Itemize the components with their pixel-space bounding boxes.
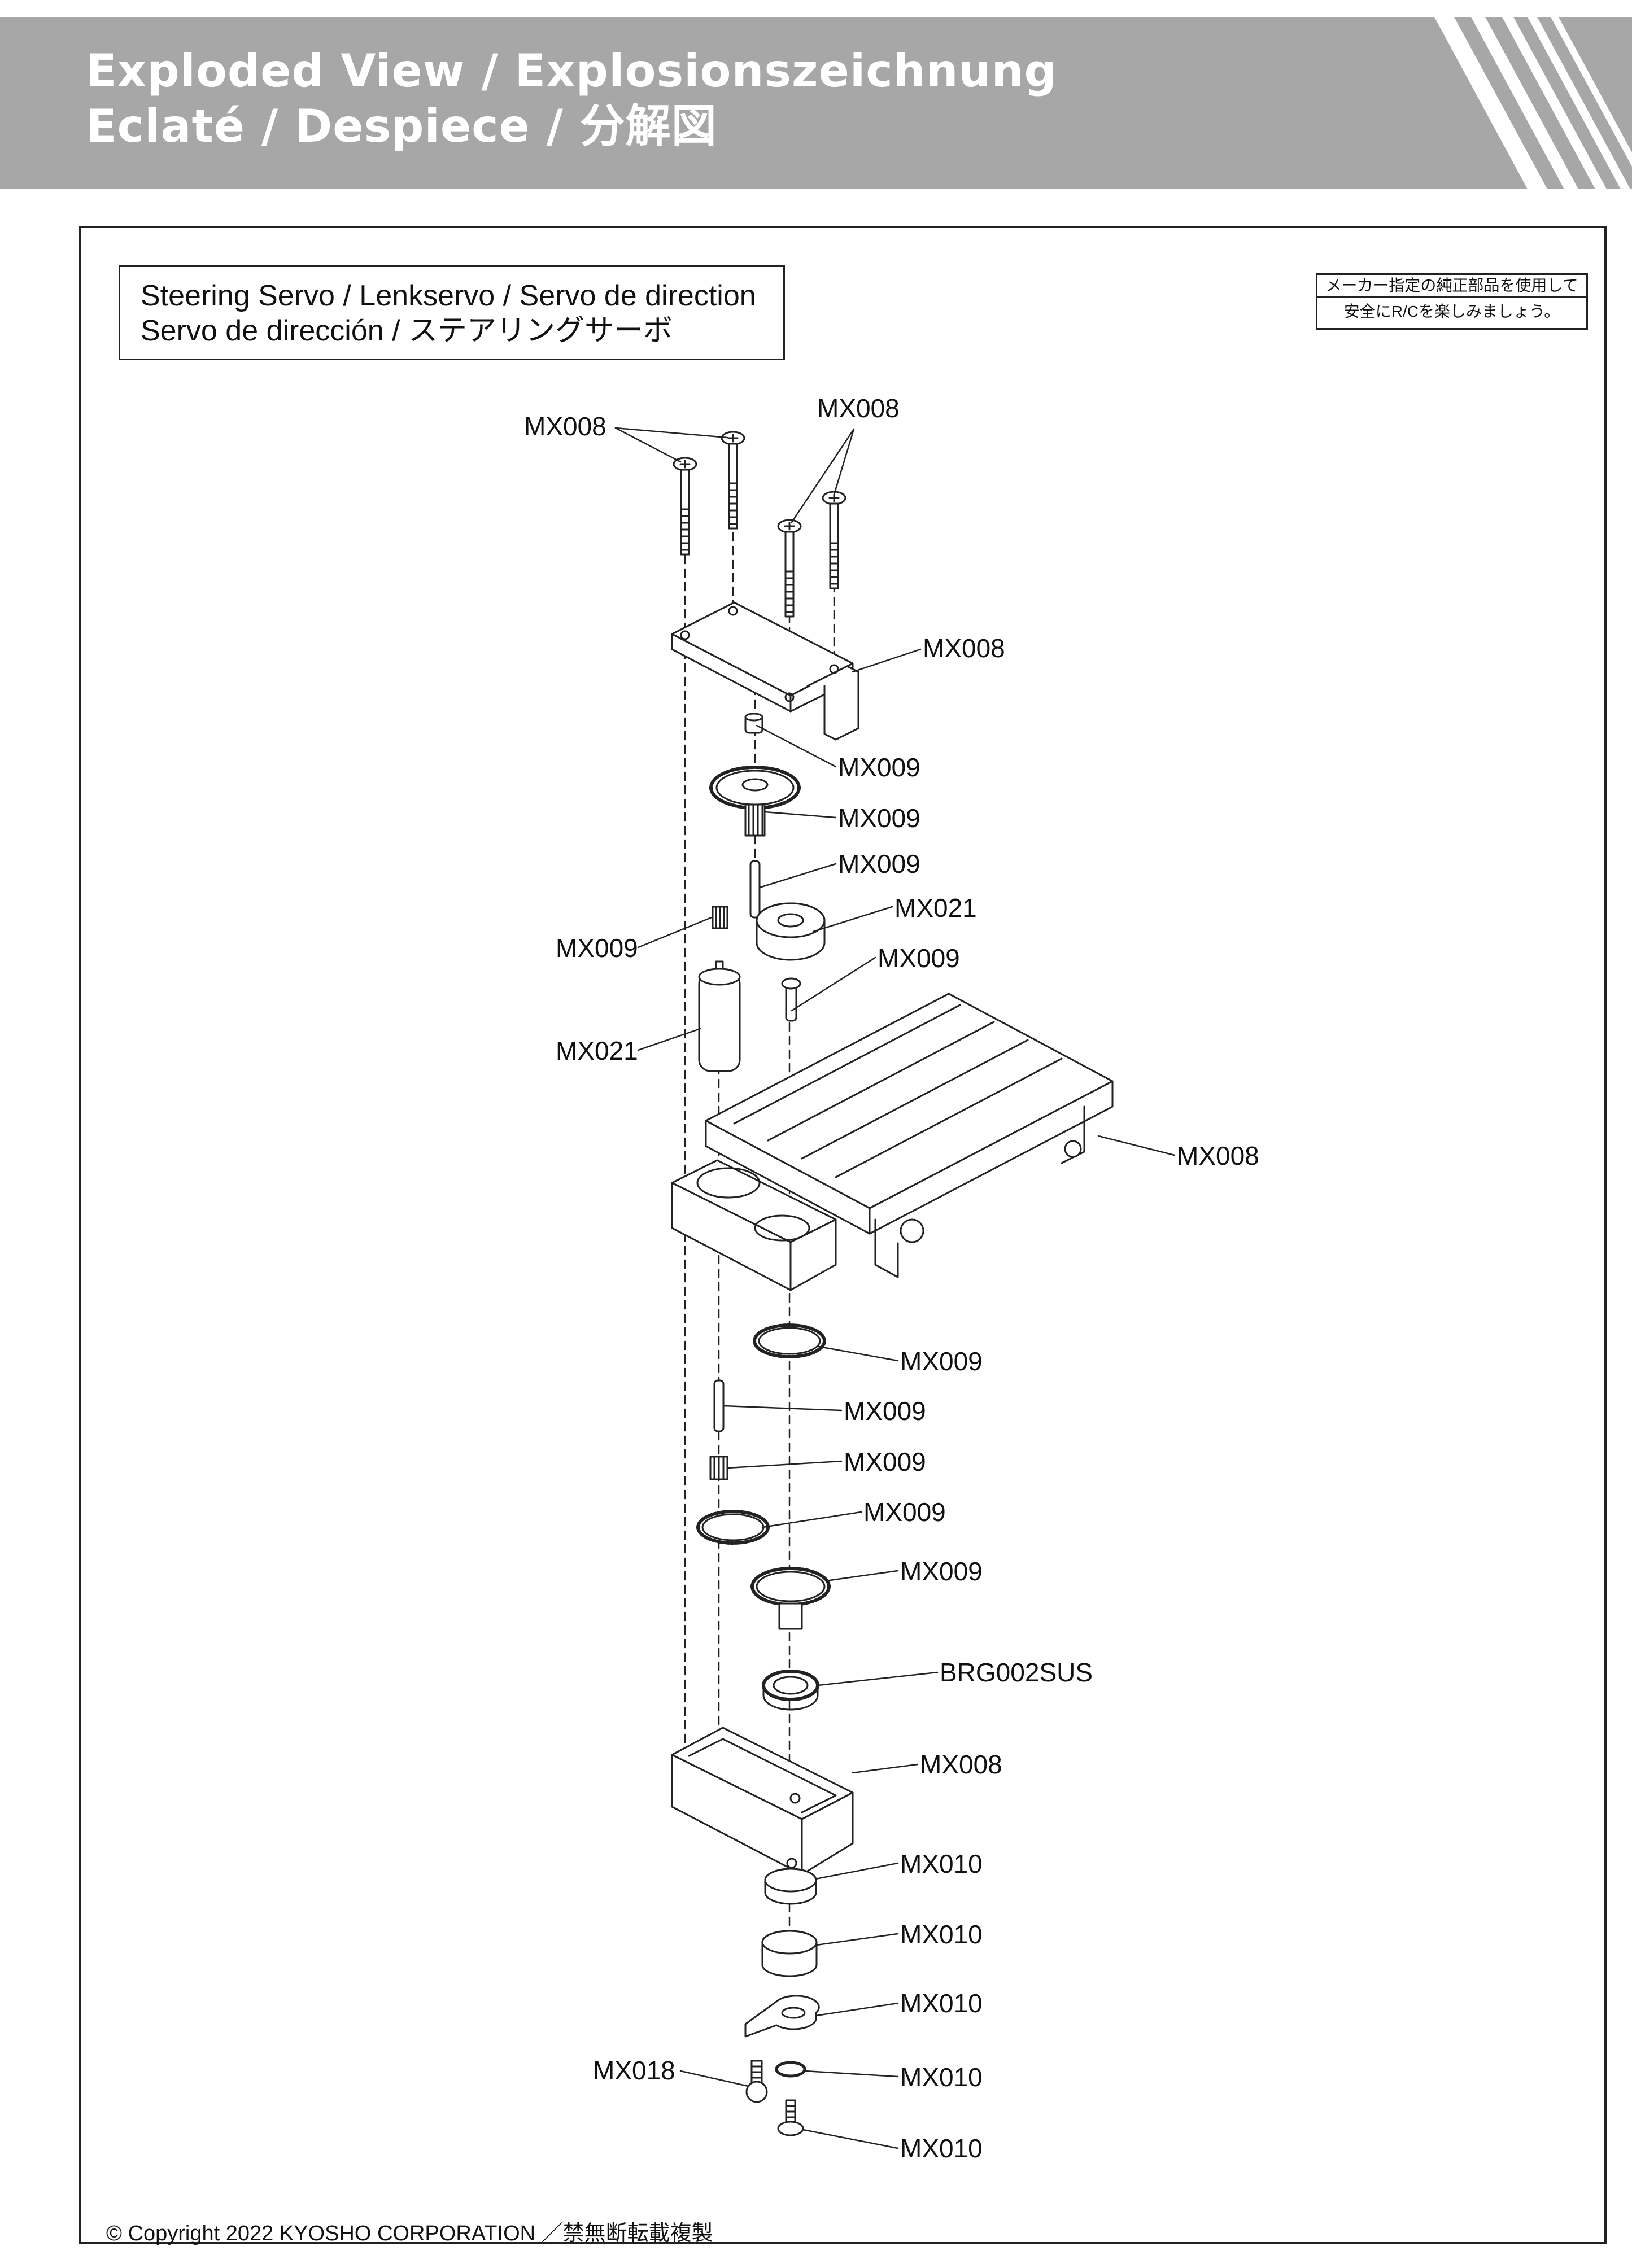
- header-title-line-2: Eclaté / Despiece / 分解図: [86, 100, 717, 152]
- callout-label: MX010: [900, 2062, 983, 2092]
- header-title-line-1: Exploded View / Explosionszeichnung: [86, 45, 1057, 97]
- callout-label: MX009: [878, 943, 960, 973]
- callout-label: MX009: [900, 1347, 983, 1376]
- callout-label: MX021: [556, 1036, 638, 1065]
- callout-label: MX010: [900, 1849, 983, 1878]
- callout-label: MX008: [524, 412, 606, 441]
- callout-leader-lines: [614, 427, 1176, 2149]
- diagram-title-line-2: Servo de dirección / ステアリングサーボ: [141, 314, 673, 347]
- callout-label: MX009: [844, 1447, 926, 1476]
- diagram-title-line-1: Steering Servo / Lenkservo / Servo de di…: [141, 279, 756, 312]
- callout-label: MX010: [900, 1989, 983, 2018]
- upper-gear-stack: [709, 713, 801, 919]
- callout-label: MX008: [817, 394, 900, 423]
- callout-label: MX009: [838, 803, 920, 833]
- servo-top-cover: [671, 601, 859, 741]
- callout-label: BRG002SUS: [940, 1658, 1093, 1687]
- ball-bearing: [762, 1670, 819, 1711]
- callout-label: MX010: [900, 2134, 983, 2163]
- notice-line-1: メーカー指定の純正部品を使用して: [1316, 273, 1588, 298]
- copyright-notice: © Copyright 2022 KYOSHO CORPORATION ／禁無断…: [106, 2222, 713, 2245]
- genuine-parts-notice: メーカー指定の純正部品を使用して 安全にR/Cを楽しみましょう。: [1316, 273, 1588, 332]
- header-stripes-decoration: [1434, 17, 1632, 189]
- servo-main-body: [671, 993, 1114, 1291]
- page-header-banner: Exploded View / Explosionszeichnung Ecla…: [0, 17, 1632, 189]
- notice-line-2: 安全にR/Cを楽しみましょう。: [1316, 298, 1588, 330]
- lower-gear-stack: [696, 1323, 831, 1630]
- callout-label: MX009: [844, 1396, 926, 1426]
- potentiometer: [756, 902, 826, 1022]
- callout-label: MX018: [593, 2056, 675, 2085]
- callout-label: MX009: [556, 933, 638, 963]
- motor-and-pinion: [698, 906, 741, 1072]
- callout-label: MX010: [900, 1920, 983, 1949]
- callout-label: MX008: [920, 1750, 1002, 1779]
- diagram-frame: [79, 226, 1607, 2244]
- callout-label: MX008: [923, 633, 1005, 663]
- callout-label: MX009: [838, 753, 920, 782]
- callout-label: MX009: [838, 849, 920, 879]
- diagram-title-box: Steering Servo / Lenkservo / Servo de di…: [119, 265, 785, 360]
- callout-label: MX009: [900, 1557, 983, 1586]
- callout-label: MX008: [1177, 1141, 1259, 1170]
- callout-label: MX009: [863, 1497, 946, 1527]
- servo-case-screws: [673, 431, 846, 618]
- servo-bottom-case: [671, 1727, 854, 1876]
- callout-label: MX021: [894, 893, 977, 923]
- output-horn-parts: [744, 1868, 820, 2136]
